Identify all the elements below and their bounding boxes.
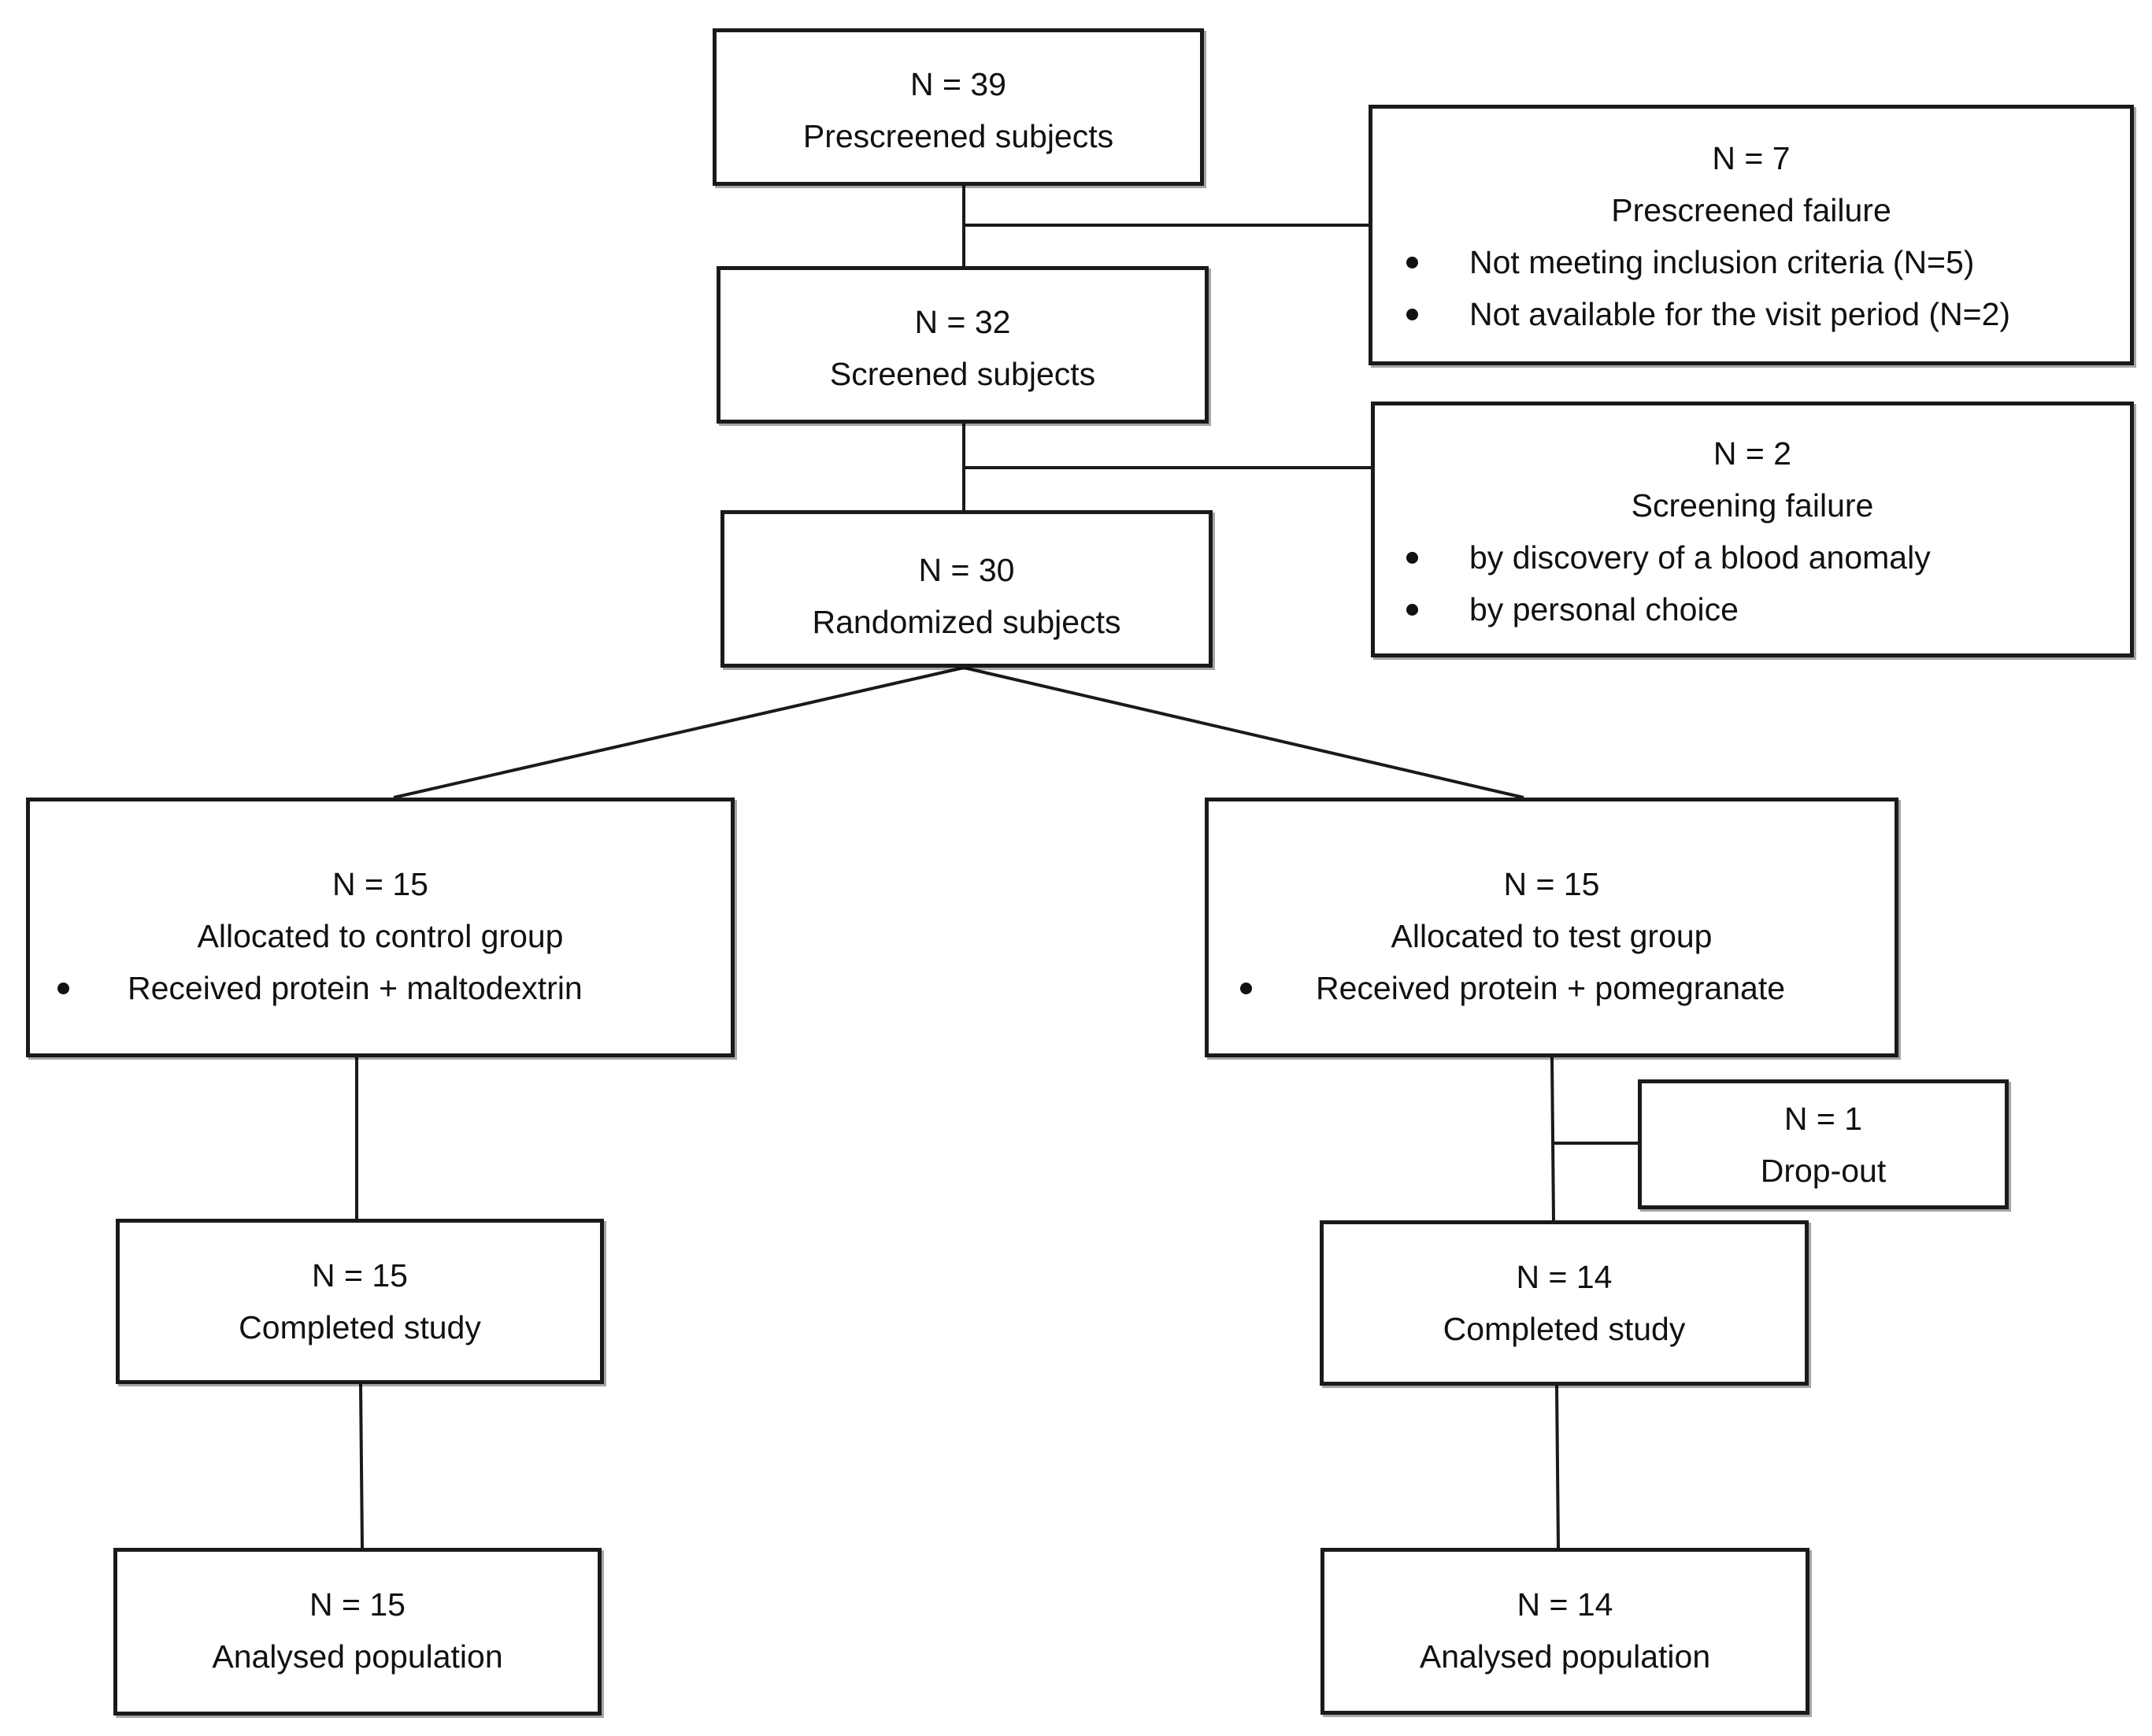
test-analysed-box: N = 14 Analysed population — [1320, 1548, 1809, 1715]
prescreened-failure-box: N = 7 Prescreened failure Not meeting in… — [1369, 105, 2134, 365]
prescreened-count: N = 39 — [910, 66, 1006, 102]
test-group-count: N = 15 — [1503, 866, 1600, 902]
control-group-count: N = 15 — [332, 866, 428, 902]
prescreened-failure-label: Prescreened failure — [1611, 192, 1891, 228]
test-completed-box: N = 14 Completed study — [1320, 1220, 1809, 1386]
test-analysed-label: Analysed population — [1419, 1638, 1711, 1675]
prescreened-failure-count: N = 7 — [1712, 140, 1791, 176]
list-item: Received protein + maltodextrin — [57, 962, 731, 1014]
control-group-box: N = 15 Allocated to control group Receiv… — [26, 798, 735, 1057]
screening-failure-label: Screening failure — [1631, 487, 1874, 524]
control-analysed-label: Analysed population — [212, 1638, 503, 1675]
test-completed-label: Completed study — [1443, 1311, 1686, 1347]
control-analysed-count: N = 15 — [309, 1586, 406, 1623]
connector-randomized-test — [963, 666, 1524, 799]
test-completed-count: N = 14 — [1516, 1259, 1613, 1295]
screening-failure-box: N = 2 Screening failure by discovery of … — [1371, 402, 2134, 657]
control-group-label: Allocated to control group — [197, 918, 564, 954]
control-completed-count: N = 15 — [312, 1257, 408, 1294]
randomized-subjects-box: N = 30 Randomized subjects — [720, 510, 1213, 668]
dropout-count: N = 1 — [1783, 1101, 1863, 1137]
test-group-label: Allocated to test group — [1391, 918, 1713, 954]
list-item: Received protein + pomegranate — [1240, 962, 1895, 1014]
test-group-box: N = 15 Allocated to test group Received … — [1205, 798, 1898, 1057]
test-analysed-count: N = 14 — [1517, 1586, 1613, 1623]
screened-label: Screened subjects — [829, 356, 1096, 392]
prescreened-subjects-box: N = 39 Prescreened subjects — [713, 28, 1204, 186]
dropout-label: Drop-out — [1760, 1153, 1887, 1189]
connector-randomized-control — [393, 666, 965, 799]
prescreened-failure-reasons: Not meeting inclusion criteria (N=5) Not… — [1406, 236, 2130, 340]
dropout-box: N = 1 Drop-out — [1638, 1079, 2009, 1209]
control-group-details: Received protein + maltodextrin — [57, 962, 731, 1014]
randomized-count: N = 30 — [918, 552, 1015, 588]
screened-subjects-box: N = 32 Screened subjects — [717, 266, 1209, 424]
randomized-label: Randomized subjects — [812, 604, 1121, 640]
connector-test-completed — [1550, 1057, 1555, 1221]
connector-test-analysed — [1555, 1385, 1560, 1549]
screening-failure-reasons: by discovery of a blood anomaly by perso… — [1406, 531, 2130, 635]
screening-failure-count: N = 2 — [1713, 435, 1792, 472]
screened-count: N = 32 — [914, 304, 1011, 340]
list-item: by discovery of a blood anomaly — [1406, 531, 2130, 583]
list-item: by personal choice — [1406, 583, 2130, 635]
list-item: Not meeting inclusion criteria (N=5) — [1406, 236, 2130, 288]
test-group-details: Received protein + pomegranate — [1240, 962, 1895, 1014]
control-completed-label: Completed study — [239, 1309, 481, 1345]
control-completed-box: N = 15 Completed study — [116, 1219, 604, 1384]
control-analysed-box: N = 15 Analysed population — [113, 1548, 602, 1716]
list-item: Not available for the visit period (N=2) — [1406, 288, 2130, 340]
prescreened-label: Prescreened subjects — [802, 118, 1114, 154]
connector-control-analysed — [359, 1383, 364, 1549]
